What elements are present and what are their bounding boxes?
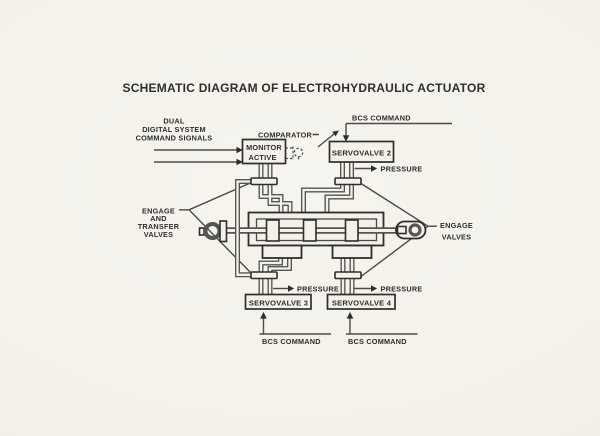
right-rod-end (395, 220, 427, 240)
pressure-right-label: PRESSURE (381, 284, 423, 293)
engage-valves-line1: ENGAGE (440, 221, 473, 230)
bcs-command-top-line (342, 122, 452, 142)
command-input-arrows (154, 146, 243, 166)
servovalve4-box (326, 293, 396, 310)
input-label-line2: DIGITAL SYSTEM (142, 125, 206, 134)
lower-left-valve (250, 271, 278, 280)
pressure-left-label: PRESSURE (297, 284, 339, 293)
pistons (265, 219, 359, 242)
lower-left-manifold (261, 244, 303, 259)
servovalve2-label: SERVOVALVE 2 (332, 149, 391, 158)
pressure-top-label: PRESSURE (381, 164, 423, 173)
pressure-tap-right (354, 285, 378, 292)
comparator-leader-arrow (312, 130, 339, 148)
upper-left-valve (250, 177, 278, 186)
upper-right-valve (334, 177, 362, 186)
engage-transfer-line1: ENGAGE (142, 206, 175, 215)
input-label-line1: DUAL (163, 117, 184, 126)
monitor-active-box (241, 138, 287, 165)
bcs-command-left-label: BCS COMMAND (262, 337, 321, 346)
pressure-tap-top (354, 165, 378, 172)
left-rod-end (198, 220, 228, 243)
servovalve4-label: SERVOVALVE 4 (332, 298, 392, 307)
bcs-command-top-label: BCS COMMAND (352, 114, 411, 123)
bcs-command-left-line (259, 311, 331, 335)
diagram-title: SCHEMATIC DIAGRAM OF ELECTROHYDRAULIC AC… (122, 81, 485, 95)
comparator-label: COMPARATOR (258, 131, 313, 140)
comparator-symbol (285, 146, 304, 161)
engage-valves-label: ENGAGE VALVES (440, 221, 473, 242)
engage-transfer-label: ENGAGE AND TRANSFER VALVES (138, 206, 180, 239)
bcs-command-right-line (346, 311, 418, 335)
servovalve2-box (328, 140, 395, 163)
lower-right-manifold (331, 244, 373, 259)
lower-right-valve (334, 271, 362, 280)
engage-valves-line2: VALVES (442, 233, 471, 242)
valve-fittings (250, 177, 362, 280)
input-signal-label: DUAL DIGITAL SYSTEM COMMAND SIGNALS (136, 117, 213, 143)
engage-transfer-line3: TRANSFER (138, 222, 180, 231)
engage-transfer-line4: VALVES (144, 230, 173, 239)
input-label-line3: COMMAND SIGNALS (136, 134, 213, 143)
pressure-tap-left (273, 285, 295, 292)
monitor-label-line1: MONITOR (246, 143, 282, 152)
servovalve3-box (244, 293, 312, 310)
servovalve3-label: SERVOVALVE 3 (249, 298, 308, 307)
monitor-label-line2: ACTIVE (248, 153, 276, 162)
bcs-command-right-label: BCS COMMAND (348, 337, 407, 346)
engage-transfer-line2: AND (150, 214, 166, 223)
